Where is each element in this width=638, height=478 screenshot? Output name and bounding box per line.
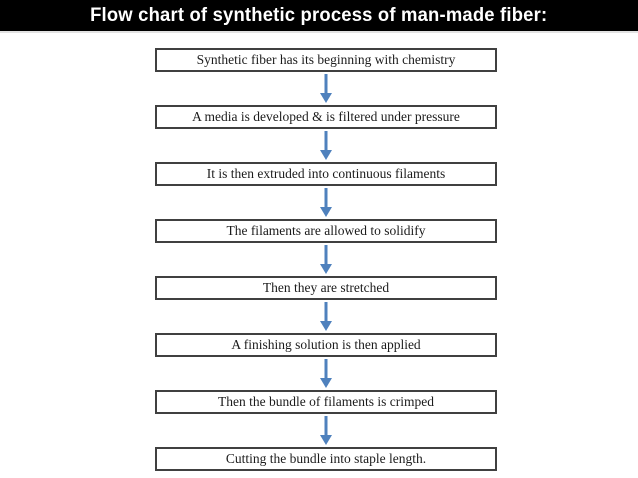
down-arrow-icon bbox=[320, 187, 332, 217]
down-arrow-icon bbox=[320, 244, 332, 274]
flow-connector bbox=[319, 129, 333, 162]
down-arrow-icon bbox=[320, 415, 332, 445]
flow-step-label: Synthetic fiber has its beginning with c… bbox=[196, 51, 456, 67]
flow-step-label: It is then extruded into continuous fila… bbox=[206, 165, 446, 181]
flow-step-label: Then the bundle of filaments is crimped bbox=[218, 393, 434, 409]
flow-step-box: A media is developed & is filtered under… bbox=[155, 105, 497, 129]
down-arrow-icon bbox=[320, 73, 332, 103]
flow-step-box: Then the bundle of filaments is crimped bbox=[155, 390, 497, 414]
flow-step-label: The filaments are allowed to solidify bbox=[226, 222, 426, 238]
flow-step-label: Cutting the bundle into staple length. bbox=[225, 450, 427, 466]
flowchart: Synthetic fiber has its beginning with c… bbox=[155, 35, 497, 471]
title-banner: Flow chart of synthetic process of man-m… bbox=[0, 0, 638, 33]
flow-step-label: A finishing solution is then applied bbox=[231, 336, 421, 352]
flow-step-label: Then they are stretched bbox=[262, 279, 390, 295]
flow-step-box: A finishing solution is then applied bbox=[155, 333, 497, 357]
flow-connector bbox=[319, 300, 333, 333]
flow-connector bbox=[319, 357, 333, 390]
flow-connector bbox=[319, 243, 333, 276]
flow-step-box: Cutting the bundle into staple length. bbox=[155, 447, 497, 471]
down-arrow-icon bbox=[320, 358, 332, 388]
flow-step-box: Then they are stretched bbox=[155, 276, 497, 300]
flow-connector bbox=[319, 72, 333, 105]
down-arrow-icon bbox=[320, 301, 332, 331]
flow-connector bbox=[319, 186, 333, 219]
flow-step-box: The filaments are allowed to solidify bbox=[155, 219, 497, 243]
down-arrow-icon bbox=[320, 130, 332, 160]
flow-step-label: A media is developed & is filtered under… bbox=[192, 108, 460, 124]
flow-step-box: Synthetic fiber has its beginning with c… bbox=[155, 48, 497, 72]
flow-connector bbox=[319, 414, 333, 447]
page-title: Flow chart of synthetic process of man-m… bbox=[90, 4, 548, 26]
flow-step-box: It is then extruded into continuous fila… bbox=[155, 162, 497, 186]
